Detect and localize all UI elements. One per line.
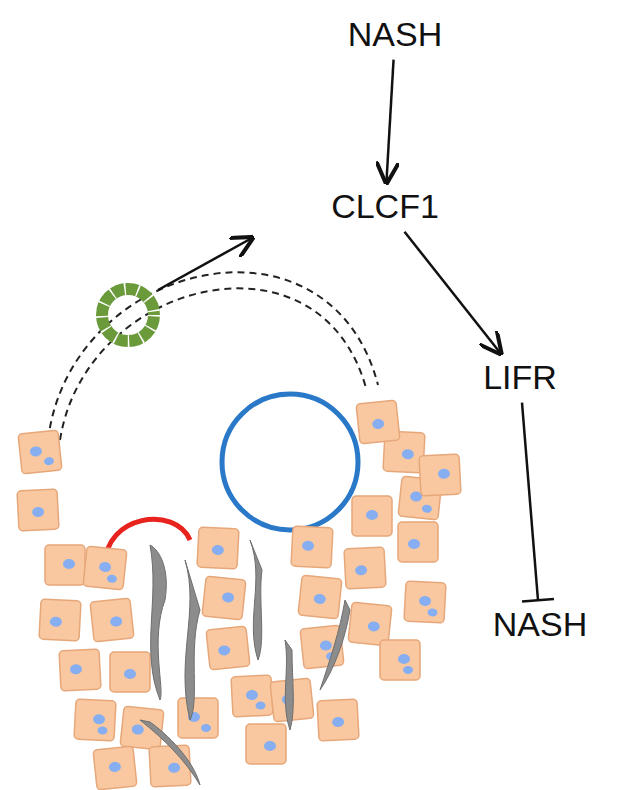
term-node: LIFR <box>475 355 565 400</box>
inhibition-connector <box>522 403 554 602</box>
fibers <box>140 540 350 785</box>
term-label: CLCF1 <box>331 188 439 225</box>
term-node: NASH <box>485 602 595 647</box>
hepatocytes <box>17 400 461 790</box>
dashed-arc <box>48 272 378 440</box>
dashed-arc <box>60 288 366 440</box>
term-node: CLCF1 <box>323 184 447 229</box>
green-ring <box>102 289 154 341</box>
term-label: LIFR <box>483 359 557 396</box>
arrow-connector <box>404 232 500 354</box>
arrow-connector <box>386 60 393 183</box>
secretion-arrow <box>158 238 252 290</box>
term-label: NASH <box>348 16 442 53</box>
blue-vessel <box>222 394 358 530</box>
term-node: NASH <box>340 12 450 57</box>
term-label: NASH <box>493 606 587 643</box>
